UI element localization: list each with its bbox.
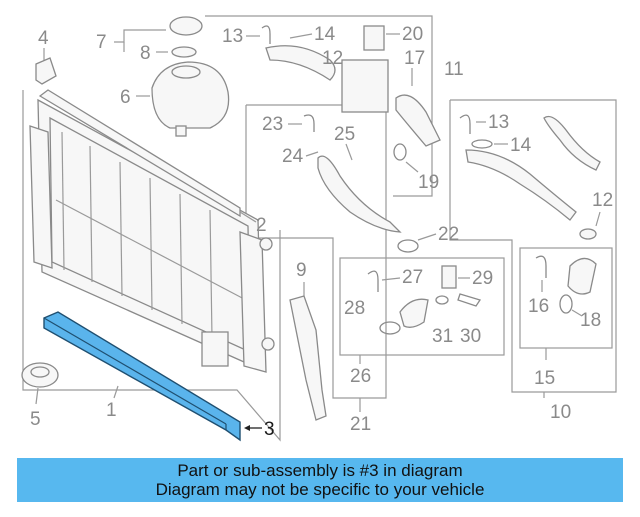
callout-3: 3 — [264, 419, 275, 440]
hose-21 — [317, 155, 402, 233]
callout-7: 7 — [96, 32, 107, 53]
callout-29: 29 — [472, 268, 493, 289]
callout-14-top: 14 — [314, 24, 336, 45]
hose-10-upper — [543, 115, 601, 171]
callout-6: 6 — [120, 87, 131, 108]
banner-line-1: Part or sub-assembly is #3 in diagram — [177, 461, 463, 480]
leader-18 — [571, 309, 583, 317]
part-12-fittings — [341, 59, 389, 113]
leader-1 — [113, 385, 119, 399]
leader-2 — [239, 211, 257, 223]
callout-15: 15 — [534, 368, 555, 389]
box-outline-11 — [205, 15, 433, 197]
ring-14-right — [471, 139, 493, 149]
clamp-13-right — [459, 114, 471, 134]
clamp-13-top — [261, 25, 271, 44]
leader-22 — [417, 233, 437, 241]
part-26-fitting — [399, 298, 429, 328]
callout-8: 8 — [140, 43, 151, 64]
part-15-fitting — [567, 257, 597, 295]
callout-25: 25 — [334, 124, 355, 145]
part-5-grommet — [21, 362, 59, 388]
ring-19 — [393, 143, 407, 161]
callout-28: 28 — [344, 298, 365, 319]
leader-24 — [305, 151, 319, 157]
callout-31: 31 — [432, 326, 453, 347]
callout-30: 30 — [460, 326, 481, 347]
clip-30 — [457, 293, 482, 307]
clamp-23 — [303, 114, 315, 132]
callout-22: 22 — [438, 224, 459, 245]
clamp-27 — [367, 270, 379, 292]
callout-12-right: 12 — [592, 190, 613, 211]
leader-27 — [381, 277, 401, 281]
leader-19 — [405, 161, 419, 173]
ring-22 — [397, 239, 419, 253]
leader-5 — [35, 387, 39, 405]
callout-27: 27 — [402, 267, 423, 288]
part-20-valve — [363, 25, 385, 51]
highlighted-part-3 — [43, 311, 241, 442]
upper-mount-bar-2 — [38, 89, 241, 218]
part-4-clip — [35, 57, 57, 85]
part-29-sensor — [441, 265, 457, 289]
callout-16: 16 — [528, 296, 549, 317]
callout-19: 19 — [418, 172, 439, 193]
banner-line-2: Diagram may not be specific to your vehi… — [155, 480, 485, 499]
cap-7 — [169, 16, 203, 36]
callout-14-right: 14 — [510, 135, 532, 156]
hose-17 — [395, 94, 441, 147]
clamp-16 — [535, 255, 547, 278]
callout-4: 4 — [38, 28, 49, 49]
clamp-12-right — [579, 228, 597, 240]
callout-11: 11 — [444, 59, 464, 80]
leader-12-right — [595, 211, 601, 227]
callout-18: 18 — [580, 310, 601, 331]
leader-25 — [345, 143, 353, 161]
callout-12-top: 12 — [322, 48, 343, 69]
callout-24: 24 — [282, 146, 304, 167]
callout-1: 1 — [106, 400, 117, 421]
ring-31 — [435, 295, 449, 305]
leader-14-top — [289, 33, 313, 39]
callout-21: 21 — [350, 414, 371, 435]
seal-8 — [171, 46, 197, 58]
leader-7a — [114, 29, 166, 43]
callout-13-top: 13 — [222, 26, 243, 47]
callout-13-right: 13 — [488, 112, 509, 133]
ring-28 — [379, 321, 401, 335]
callout-26: 26 — [350, 366, 371, 387]
callout-20: 20 — [402, 24, 423, 45]
callout-2: 2 — [256, 215, 267, 236]
box-outline-15 — [519, 247, 613, 349]
arrow-3 — [244, 425, 250, 431]
callout-9: 9 — [296, 260, 307, 281]
part-9-bracket — [289, 295, 327, 421]
box-outline-26 — [339, 257, 505, 356]
box-outline-1 — [22, 90, 281, 442]
hose-12-top — [265, 45, 336, 81]
info-banner: Part or sub-assembly is #3 in diagram Di… — [17, 458, 623, 502]
reservoir-tank-6 — [151, 61, 230, 137]
callout-10: 10 — [550, 402, 571, 423]
ring-18 — [559, 294, 573, 314]
callout-23: 23 — [262, 114, 283, 135]
radiator-drawing — [29, 98, 275, 373]
callout-5: 5 — [30, 409, 41, 430]
box-outline-10 — [449, 99, 617, 393]
hose-10 — [465, 149, 577, 221]
callout-17: 17 — [404, 48, 425, 69]
